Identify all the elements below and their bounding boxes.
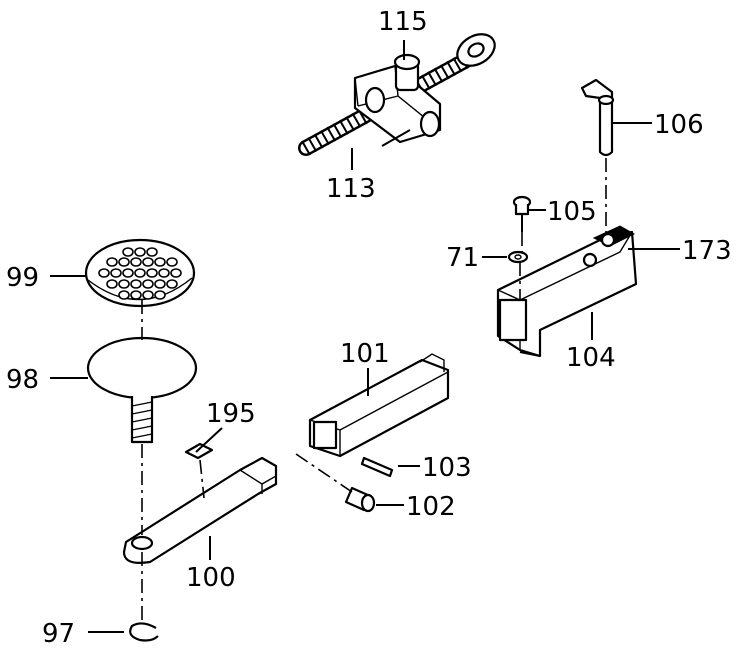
label-103: 103 (422, 453, 472, 483)
disc-hole (118, 257, 130, 267)
disc-hole (110, 268, 122, 278)
label-104: 104 (566, 343, 616, 373)
part-71-washer (507, 250, 529, 264)
disc-hole (98, 268, 110, 278)
thread-crest (345, 116, 356, 132)
part-101-channel (308, 353, 450, 458)
disc-hole (154, 290, 166, 300)
disc-hole (166, 257, 178, 267)
disc-hole (142, 279, 154, 289)
disc-hole (118, 279, 130, 289)
label-99: 99 (6, 263, 39, 293)
part-106-pin (580, 78, 615, 157)
disc-hole (166, 279, 178, 289)
label-97: 97 (42, 619, 75, 649)
thread-crest (313, 133, 324, 149)
label-106: 106 (654, 110, 704, 140)
part-labels: 115 113 106 105 71 173 104 99 98 195 101… (6, 7, 732, 649)
part-103-pin (360, 456, 394, 478)
disc-hole (154, 257, 166, 267)
disc-hole (146, 247, 158, 257)
disc-hole (118, 290, 130, 300)
disc-holes (98, 247, 182, 300)
label-105: 105 (547, 197, 597, 227)
disc-hole (142, 290, 154, 300)
centre-lines (141, 158, 607, 620)
disc-hole (122, 247, 134, 257)
thread-crest (326, 126, 337, 142)
disc-hole (142, 257, 154, 267)
part-98-pad (86, 336, 198, 444)
thread-crest (446, 60, 456, 76)
thread-crest (332, 123, 343, 139)
label-71: 71 (446, 243, 479, 273)
thread-crest (301, 140, 311, 156)
disc-hole (106, 279, 118, 289)
label-115: 115 (378, 7, 428, 37)
disc-hole (146, 268, 158, 278)
disc-hole (130, 279, 142, 289)
part-97-clip (129, 622, 159, 642)
part-100-lever (122, 456, 278, 564)
label-173: 173 (682, 236, 732, 266)
part-105-screw (512, 195, 532, 232)
disc-hole (134, 247, 146, 257)
thread-crest (307, 137, 318, 153)
disc-hole (130, 290, 142, 300)
label-101: 101 (340, 339, 390, 369)
thread-crest (351, 112, 362, 128)
label-98: 98 (6, 365, 39, 395)
disc-hole (154, 279, 166, 289)
thread-crest (439, 64, 450, 80)
thread-crest (427, 71, 438, 87)
label-195: 195 (206, 399, 256, 429)
thread-crest (452, 57, 463, 73)
leader-lines (50, 40, 680, 633)
disc-hole (158, 268, 170, 278)
label-100: 100 (186, 563, 236, 593)
part-102-roller (344, 486, 376, 513)
label-113: 113 (326, 174, 376, 204)
part-195-small-pad (184, 442, 214, 460)
disc-hole (170, 268, 182, 278)
thread-crest (433, 67, 444, 83)
part-104-bracket (496, 225, 638, 358)
disc-hole (134, 268, 146, 278)
label-102: 102 (406, 492, 456, 522)
disc-hole (122, 268, 134, 278)
thread-crest (420, 74, 431, 90)
thread-crest (338, 119, 349, 135)
thread-crest (320, 130, 330, 146)
disc-hole (130, 257, 142, 267)
disc-hole (106, 257, 118, 267)
part-99-perforated-disc (84, 238, 196, 308)
part-113-115-threaded-clamp (298, 33, 496, 156)
